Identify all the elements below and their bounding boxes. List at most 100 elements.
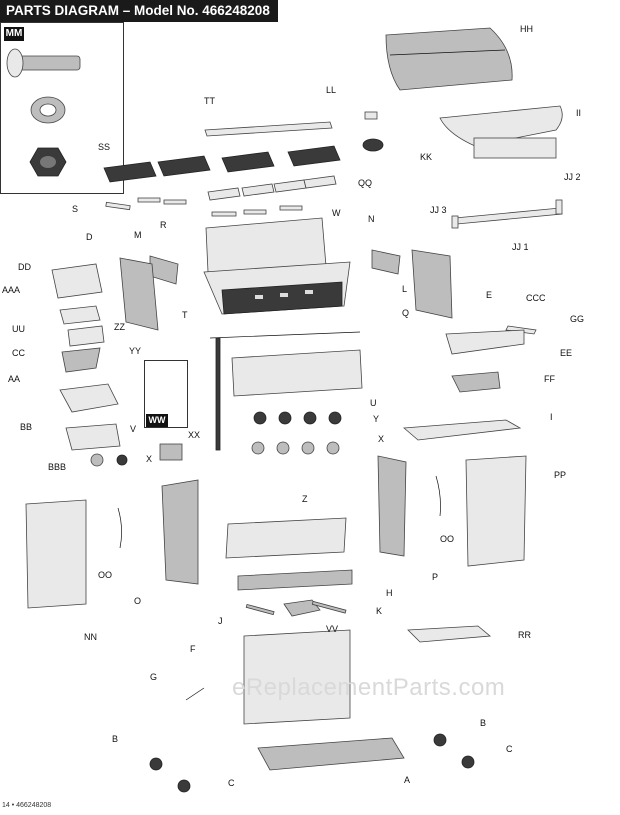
callout-label: C (506, 744, 513, 754)
callout-label: J (218, 616, 223, 626)
callout-label: Y (373, 414, 379, 424)
callout-label: V (130, 424, 136, 434)
part-oo-right (435, 475, 441, 517)
callout-label: JJ 1 (512, 242, 529, 252)
callout-label: LL (326, 85, 336, 95)
callout-label: L (402, 284, 407, 294)
callout-label: UU (12, 324, 25, 334)
callout-label: DD (18, 262, 31, 272)
part-manifold (209, 331, 361, 451)
part-g (185, 687, 205, 701)
watermark-text: eReplacementParts.com (232, 674, 506, 701)
part-cooking-grates (103, 145, 341, 183)
part-kk (362, 138, 384, 152)
part-vv (283, 599, 321, 617)
part-uu (67, 325, 105, 347)
part-p-panel (377, 455, 407, 557)
part-cc (61, 347, 101, 373)
part-ee (445, 329, 525, 355)
callout-label: YY (129, 346, 141, 356)
callout-label: A (404, 775, 410, 785)
part-aaa (59, 305, 101, 325)
callout-label: KK (420, 152, 432, 162)
callout-label: G (150, 672, 157, 682)
callout-label: K (376, 606, 382, 616)
part-shield (439, 105, 563, 147)
part-oo-left (117, 507, 122, 549)
part-u (231, 349, 363, 397)
callout-label: B (480, 718, 486, 728)
callout-label: II (576, 108, 581, 118)
part-aa (59, 383, 119, 413)
callout-label: B (112, 734, 118, 744)
callout-label: CC (12, 348, 25, 358)
part-ff (451, 371, 501, 393)
callout-label: ZZ (114, 322, 125, 332)
callout-label: HH (520, 24, 533, 34)
callout-label: EE (560, 348, 572, 358)
inset-label-mm: MM (4, 27, 24, 41)
page-title: PARTS DIAGRAM – Model No. 466248208 (6, 3, 270, 18)
part-a (257, 737, 405, 771)
callout-label: OO (98, 570, 112, 580)
callout-label: X (146, 454, 152, 464)
callout-label: NN (84, 632, 97, 642)
part-nn-door (25, 499, 87, 609)
part-k (311, 600, 347, 614)
header-bar: PARTS DIAGRAM – Model No. 466248208 (0, 0, 278, 22)
part-d-panel (119, 257, 159, 331)
part-z (225, 517, 347, 559)
callout-label: F (190, 644, 196, 654)
callout-label: XX (188, 430, 200, 440)
callout-label: PP (554, 470, 566, 480)
part-h (237, 569, 353, 591)
callout-label: AA (8, 374, 20, 384)
part-f-panel (243, 629, 351, 725)
part-firebox (203, 217, 351, 315)
footer-text: 14 • 466248208 (2, 802, 52, 809)
part-i (403, 419, 522, 441)
callout-label: JJ 3 (430, 205, 447, 215)
callout-label: U (370, 398, 377, 408)
callout-label: GG (570, 314, 584, 324)
part-bbb (90, 453, 104, 467)
callout-label: Q (402, 308, 409, 318)
part-dd (51, 263, 103, 299)
callout-label: X (378, 434, 384, 444)
callout-label: I (550, 412, 553, 422)
callout-label: P (432, 572, 438, 582)
ww-inset-box (144, 360, 188, 428)
part-o-panel (161, 479, 199, 585)
callout-label: N (368, 214, 375, 224)
callout-label: RR (518, 630, 531, 640)
part-rr (407, 625, 492, 643)
callout-label: M (134, 230, 142, 240)
callout-label: OO (440, 534, 454, 544)
callout-label: TT (204, 96, 215, 106)
callout-label: BB (20, 422, 32, 432)
inset-label-ww: WW (146, 414, 168, 427)
callout-label: BBB (48, 462, 66, 472)
callout-label: CCC (526, 293, 546, 303)
part-casters (149, 733, 475, 793)
callout-label: Z (302, 494, 308, 504)
callout-label: QQ (358, 178, 372, 188)
bolt-part (6, 48, 81, 78)
callout-label: VV (326, 624, 338, 634)
part-warming-rack (204, 121, 333, 137)
part-e-panel (411, 249, 453, 319)
callout-label: E (486, 290, 492, 300)
callout-label: C (228, 778, 235, 788)
callout-label: JJ 2 (564, 172, 581, 182)
part-flame-tamers (207, 175, 337, 201)
part-lid (385, 27, 513, 91)
callout-label: SS (98, 142, 110, 152)
part-pp-door (465, 455, 527, 567)
callout-label: H (386, 588, 393, 598)
part-j (245, 603, 275, 616)
callout-label: AAA (2, 285, 20, 295)
callout-label: R (160, 220, 167, 230)
callout-label: S (72, 204, 78, 214)
